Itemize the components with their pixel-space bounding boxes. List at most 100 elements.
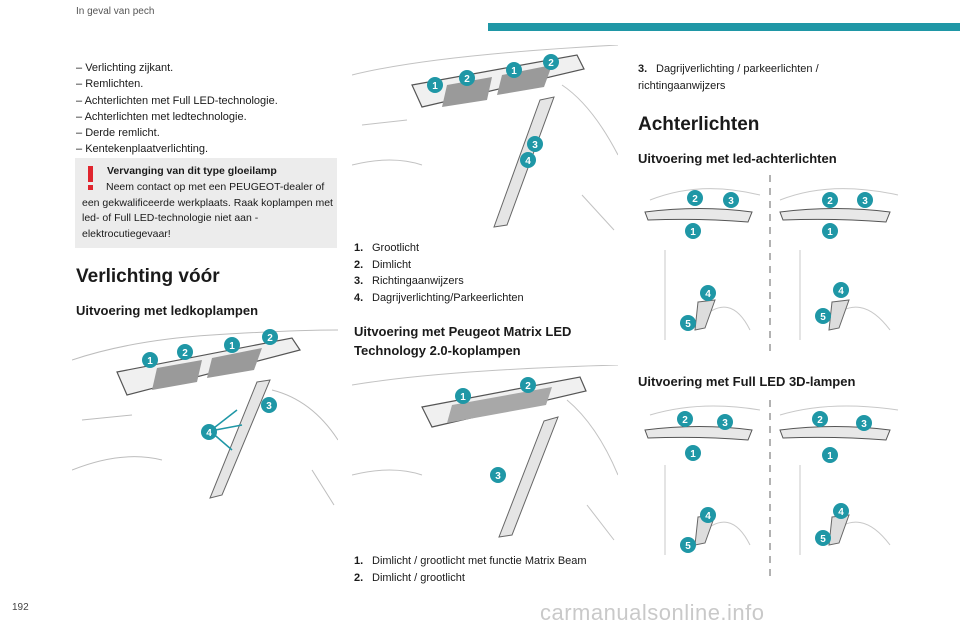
svg-text:1: 1	[827, 227, 833, 238]
list-item: Achterlichten met Full LED-technologie.	[76, 93, 278, 109]
svg-text:3: 3	[862, 196, 868, 207]
callout-badge	[261, 397, 277, 413]
callout-badge	[685, 223, 701, 239]
subheading-full-led-rear: Uitvoering met Full LED 3D-lampen	[638, 374, 856, 389]
front-light-legend: 1.Grootlicht 2.Dimlicht 3.Richtingaanwij…	[354, 240, 524, 306]
callout-badge	[857, 192, 873, 208]
callout-badge	[822, 223, 838, 239]
list-item: 1.Dimlicht / grootlicht met functie Matr…	[354, 555, 587, 567]
callout-badge	[717, 414, 733, 430]
callout-badge	[224, 337, 240, 353]
list-item: Kentekenplaatverlichting.	[76, 141, 278, 157]
list-item: 2.Dimlicht / grootlicht	[354, 571, 465, 584]
warning-icon	[88, 166, 93, 182]
callout-badge	[455, 388, 471, 404]
svg-text:5: 5	[685, 541, 691, 552]
legend-item-3: 3.Dagrijverlichting / parkeerlichten / r…	[638, 63, 819, 92]
headlamp-diagram-front: 1 2 1 2 3 4	[352, 45, 618, 231]
svg-text:3: 3	[495, 471, 501, 482]
svg-text:4: 4	[838, 286, 844, 297]
callout-badge	[680, 315, 696, 331]
section-heading-rear: Achterlichten	[638, 114, 760, 135]
callout-badge	[856, 415, 872, 431]
svg-text:3: 3	[861, 419, 867, 430]
callout-badge	[490, 467, 506, 483]
svg-text:4: 4	[705, 511, 711, 522]
callout-badge	[520, 377, 536, 393]
list-item: 2.Dimlicht	[354, 258, 412, 271]
callout-badges: 1 2 1 2 3 4	[142, 329, 278, 440]
led-headlamp-diagram: 1 2 1 2 3 4	[72, 329, 338, 506]
callout-badge	[177, 344, 193, 360]
list-item: Remlichten.	[76, 76, 278, 92]
matrix-light-legend: 1.Dimlicht / grootlicht met functie Matr…	[354, 553, 587, 586]
svg-text:5: 5	[820, 534, 826, 545]
list-item: 4.Dagrijverlichting/Parkeerlichten	[354, 291, 524, 304]
warning-text: Neem contact op met een PEUGEOT-dealer o…	[82, 181, 333, 240]
callout-badge	[201, 424, 217, 440]
callout-badge	[812, 411, 828, 427]
lamp-list: Verlichting zijkant. Remlichten. Achterl…	[76, 60, 278, 158]
svg-text:2: 2	[267, 333, 273, 344]
callout-badge	[723, 192, 739, 208]
svg-text:2: 2	[548, 58, 554, 69]
warning-title: Vervanging van dit type gloeilamp	[107, 165, 277, 177]
svg-text:4: 4	[705, 289, 711, 300]
full-led-rear-lights-diagram: 2 3 1 4 5 2 3 1 4 5	[644, 400, 899, 580]
svg-text:1: 1	[511, 66, 517, 77]
svg-text:2: 2	[817, 415, 823, 426]
callout-badge	[815, 530, 831, 546]
callout-badge	[459, 70, 475, 86]
svg-text:1: 1	[827, 451, 833, 462]
callout-badge	[520, 152, 536, 168]
callout-badge	[262, 329, 278, 345]
svg-text:4: 4	[838, 507, 844, 518]
callout-badge	[506, 62, 522, 78]
header-accent-bar	[488, 23, 960, 31]
matrix-led-headlamp-diagram: 1 2 3	[352, 365, 618, 541]
section-heading-front: Verlichting vóór	[76, 266, 220, 287]
list-item: Achterlichten met ledtechnologie.	[76, 109, 278, 125]
warning-box	[75, 158, 337, 248]
svg-text:3: 3	[266, 401, 272, 412]
watermark: carmanualsonline.info	[540, 600, 765, 625]
svg-text:1: 1	[229, 341, 235, 352]
svg-text:2: 2	[182, 348, 188, 359]
svg-text:2: 2	[827, 196, 833, 207]
svg-text:2: 2	[682, 415, 688, 426]
callout-badge	[685, 445, 701, 461]
callout-badge	[677, 411, 693, 427]
svg-text:1: 1	[460, 392, 466, 403]
svg-text:5: 5	[820, 312, 826, 323]
warning-icon-dot	[88, 185, 93, 190]
callout-badge	[427, 77, 443, 93]
callout-badge	[680, 537, 696, 553]
svg-text:5: 5	[685, 319, 691, 330]
svg-text:3: 3	[722, 418, 728, 429]
callout-badge	[822, 447, 838, 463]
callout-badge	[527, 136, 543, 152]
subheading-led-headlamps: Uitvoering met ledkoplampen	[76, 303, 259, 318]
svg-text:4: 4	[525, 156, 531, 167]
subheading-matrix-led: Uitvoering met Peugeot Matrix LED Techno…	[354, 324, 572, 358]
callout-badge	[543, 54, 559, 70]
list-item: Verlichting zijkant.	[76, 60, 278, 76]
callout-badge	[687, 190, 703, 206]
callout-badge	[142, 352, 158, 368]
callout-badge	[700, 285, 716, 301]
callout-badge	[833, 282, 849, 298]
callout-badge	[822, 192, 838, 208]
list-item: 1.Grootlicht	[354, 242, 420, 254]
callout-badge	[815, 308, 831, 324]
svg-text:3: 3	[728, 196, 734, 207]
svg-text:1: 1	[147, 356, 153, 367]
svg-text:2: 2	[464, 74, 470, 85]
page-number: 192	[12, 602, 29, 613]
svg-text:1: 1	[690, 449, 696, 460]
running-header: In geval van pech	[76, 6, 155, 17]
callout-badge	[833, 503, 849, 519]
callout-badge	[700, 507, 716, 523]
list-item: 3.Richtingaanwijzers	[354, 275, 464, 287]
list-item: Derde remlicht.	[76, 125, 278, 141]
